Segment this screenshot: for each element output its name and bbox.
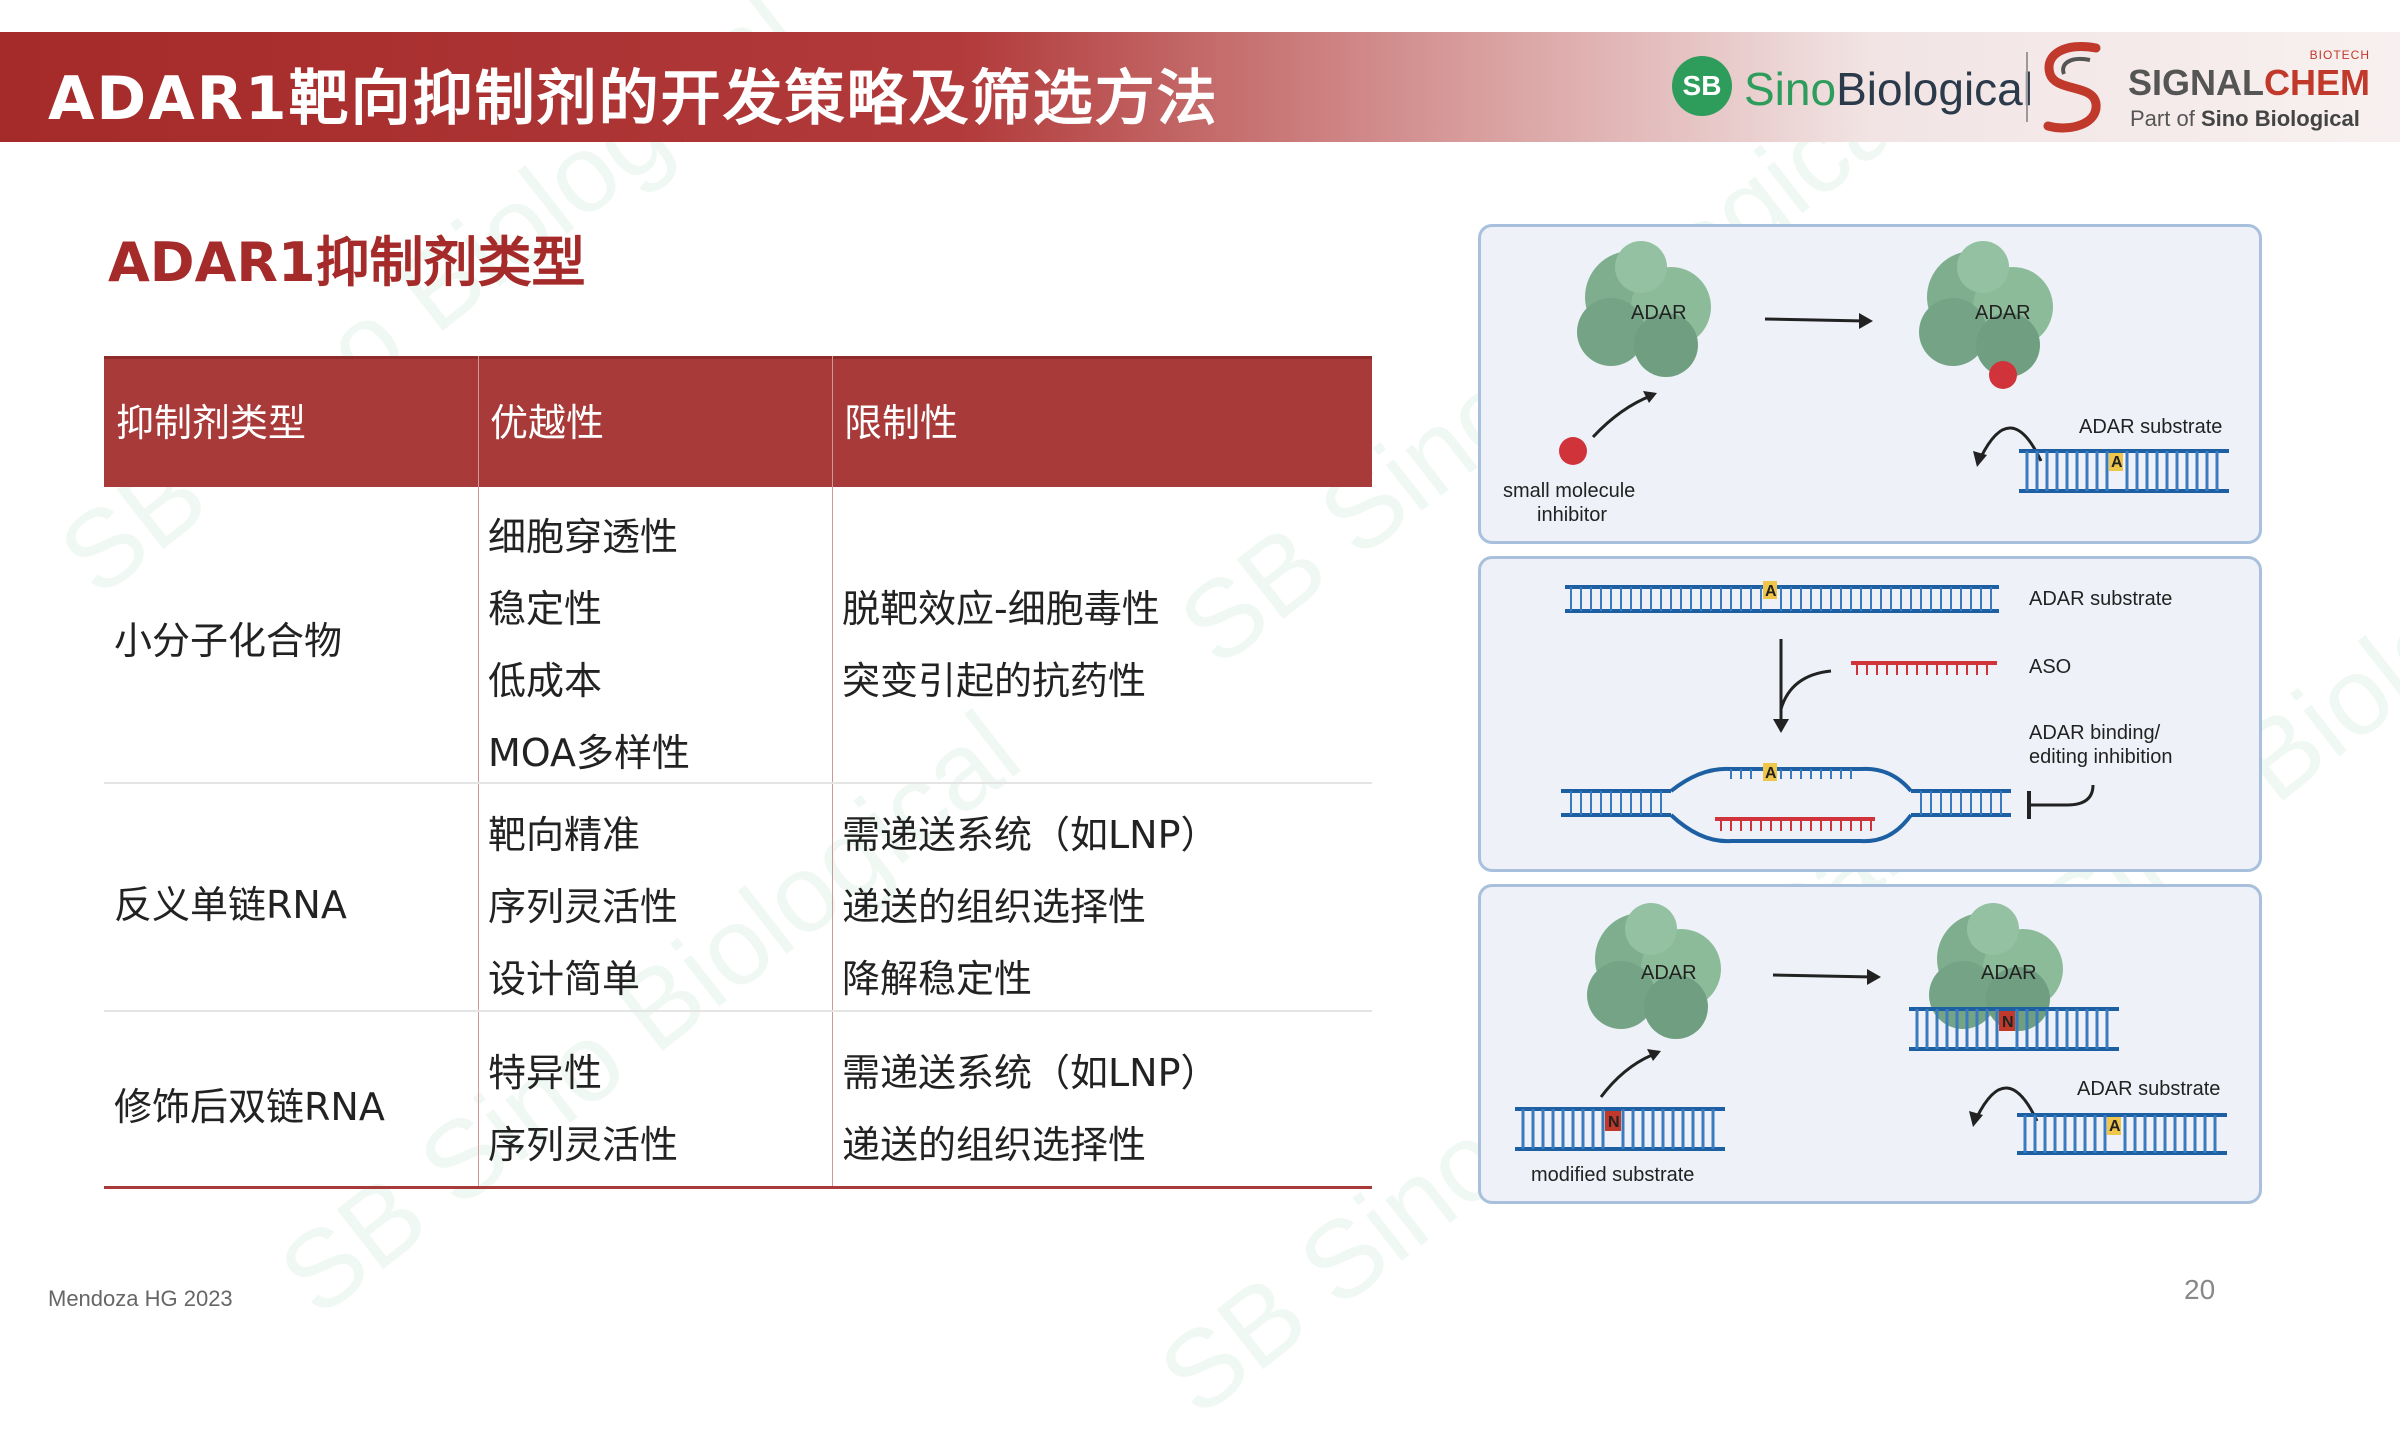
limitation-item: 降解稳定性 [842, 957, 1033, 1001]
row-type-cell: 反义单链RNA [114, 883, 347, 927]
section-title: ADAR1抑制剂类型 [108, 231, 586, 294]
arrowhead-icon [1867, 969, 1881, 985]
substrate-label: ADAR substrate [2029, 588, 2172, 610]
dna-substrate-icon [2019, 449, 2229, 493]
advantage-item: 低成本 [488, 659, 603, 703]
arrowhead-icon [1773, 719, 1789, 733]
base-n-label: N [2002, 1014, 2014, 1031]
arrow-icon [1591, 393, 1654, 439]
sino-biological-logo: SB SinoBiological [1672, 56, 2033, 120]
logo-divider [2026, 52, 2028, 122]
diagram-panel-modified-dsrna: ADAR N modified substrate ADAR N ADAR su [1478, 884, 2262, 1204]
base-a-label: A [2109, 1118, 2121, 1135]
dna-substrate-icon [1565, 581, 1999, 613]
sb-logo-icon: SB [1672, 56, 1732, 116]
signalchem-s-icon [2043, 42, 2101, 133]
modified-substrate-label: modified substrate [1531, 1164, 1694, 1186]
table-header-cell: 优越性 [490, 401, 605, 445]
curved-arrow-icon [1975, 1086, 2039, 1122]
signalchem-tagline: Part of Sino Biological [2130, 106, 2360, 131]
page-title: ADAR1靶向抑制剂的开发策略及筛选方法 [48, 64, 1219, 134]
column-divider [478, 356, 479, 1188]
header-bar [0, 32, 2400, 142]
dna-substrate-icon [2017, 1113, 2227, 1155]
biotech-label: BIOTECH [2309, 48, 2370, 62]
bound-modified-substrate-icon [1909, 1007, 2119, 1051]
base-a-label: A [2111, 454, 2123, 471]
row-type-cell: 小分子化合物 [114, 619, 343, 663]
aso-label: ASO [2029, 656, 2071, 678]
limitation-item: 脱靶效应-细胞毒性 [842, 587, 1160, 631]
signalchem-logo: BIOTECH SIGNALCHEM Part of Sino Biologic… [2036, 40, 2376, 136]
inhibition-arrow-icon [2031, 784, 2095, 807]
advantage-item: 特异性 [488, 1051, 603, 1095]
limitation-item: 需递送系统（如LNP） [842, 813, 1219, 857]
base-n-label: N [1608, 1114, 1620, 1131]
base-a-label: A [1765, 583, 1777, 600]
small-molecule-diagram: ADAR small molecule inhibitor ADAR ADAR … [1503, 241, 2229, 526]
substrate-label: ADAR substrate [2079, 416, 2222, 438]
modified-dsrna-diagram: ADAR N modified substrate ADAR N ADAR su [1515, 903, 2227, 1186]
adar-label: ADAR [1981, 962, 2037, 984]
effect-label: ADAR binding/ [2029, 722, 2161, 744]
table-bottom-border [104, 1186, 1372, 1189]
inhibitor-label: inhibitor [1537, 504, 1607, 526]
arrowhead-icon [1969, 1111, 1983, 1127]
arrowhead-icon [1859, 313, 1873, 329]
row-type-cell: 修饰后双链RNA [114, 1085, 385, 1129]
advantage-item: 稳定性 [488, 587, 603, 631]
limitation-item: 递送的组织选择性 [842, 1123, 1147, 1167]
advantage-item: MOA多样性 [488, 731, 691, 775]
diagram-panel-aso: A ADAR substrate ASO ADAR binding/ editi… [1478, 556, 2262, 872]
limitation-item: 递送的组织选择性 [842, 885, 1147, 929]
row-divider [104, 1010, 1372, 1012]
column-divider [832, 356, 833, 1188]
inhibitor-label: small molecule [1503, 480, 1635, 502]
advantage-item: 序列灵活性 [488, 1123, 679, 1167]
aso-diagram: A ADAR substrate ASO ADAR binding/ editi… [1561, 581, 2172, 844]
diagram-panel-small-molecule: ADAR small molecule inhibitor ADAR ADAR … [1478, 224, 2262, 544]
arrow-icon [1599, 1051, 1658, 1098]
arrow-icon [1772, 973, 1874, 979]
arrowhead-icon [1647, 1049, 1661, 1061]
table-header-cell: 抑制剂类型 [116, 401, 307, 445]
base-a-label: A [1765, 765, 1777, 782]
limitation-item: 需递送系统（如LNP） [842, 1051, 1219, 1095]
limitation-item: 突变引起的抗药性 [842, 659, 1147, 703]
aso-strand-icon [1851, 661, 1997, 675]
arrow-icon [1764, 317, 1866, 323]
adar-label: ADAR [1975, 302, 2031, 324]
table-header-row: 抑制剂类型 优越性 限制性 [104, 356, 1372, 487]
modified-substrate-icon [1515, 1107, 1725, 1151]
adar-protein-icon [1587, 903, 1721, 1039]
advantage-item: 靶向精准 [488, 813, 641, 857]
aso-bound-substrate-icon [1561, 763, 2011, 844]
sino-biological-wordmark: SinoBiological [1744, 63, 2033, 115]
effect-label: editing inhibition [2029, 746, 2172, 768]
bound-inhibitor-icon [1989, 361, 2017, 389]
page-number: 20 [2184, 1274, 2216, 1305]
advantage-item: 序列灵活性 [488, 885, 679, 929]
curved-arrow-icon [1979, 426, 2043, 462]
adar-protein-icon [1577, 241, 1711, 377]
advantage-item: 细胞穿透性 [488, 515, 679, 559]
adar-protein-icon [1929, 903, 2063, 1031]
signalchem-wordmark: SIGNALCHEM [2128, 62, 2371, 103]
row-divider [104, 782, 1372, 784]
adar-label: ADAR [1641, 962, 1697, 984]
advantage-item: 设计简单 [488, 957, 641, 1001]
curved-arrow-icon [1779, 669, 1832, 710]
arrowhead-icon [1643, 391, 1657, 403]
arrowhead-icon [1973, 451, 1987, 467]
substrate-label: ADAR substrate [2077, 1078, 2220, 1100]
citation: Mendoza HG 2023 [48, 1286, 233, 1311]
adar-label: ADAR [1631, 302, 1687, 324]
watermark: SB Sino Biological [257, 688, 1042, 1339]
adar-protein-icon [1919, 241, 2053, 377]
inhibitor-molecule-icon [1559, 437, 1587, 465]
table-header-cell: 限制性 [844, 401, 959, 445]
